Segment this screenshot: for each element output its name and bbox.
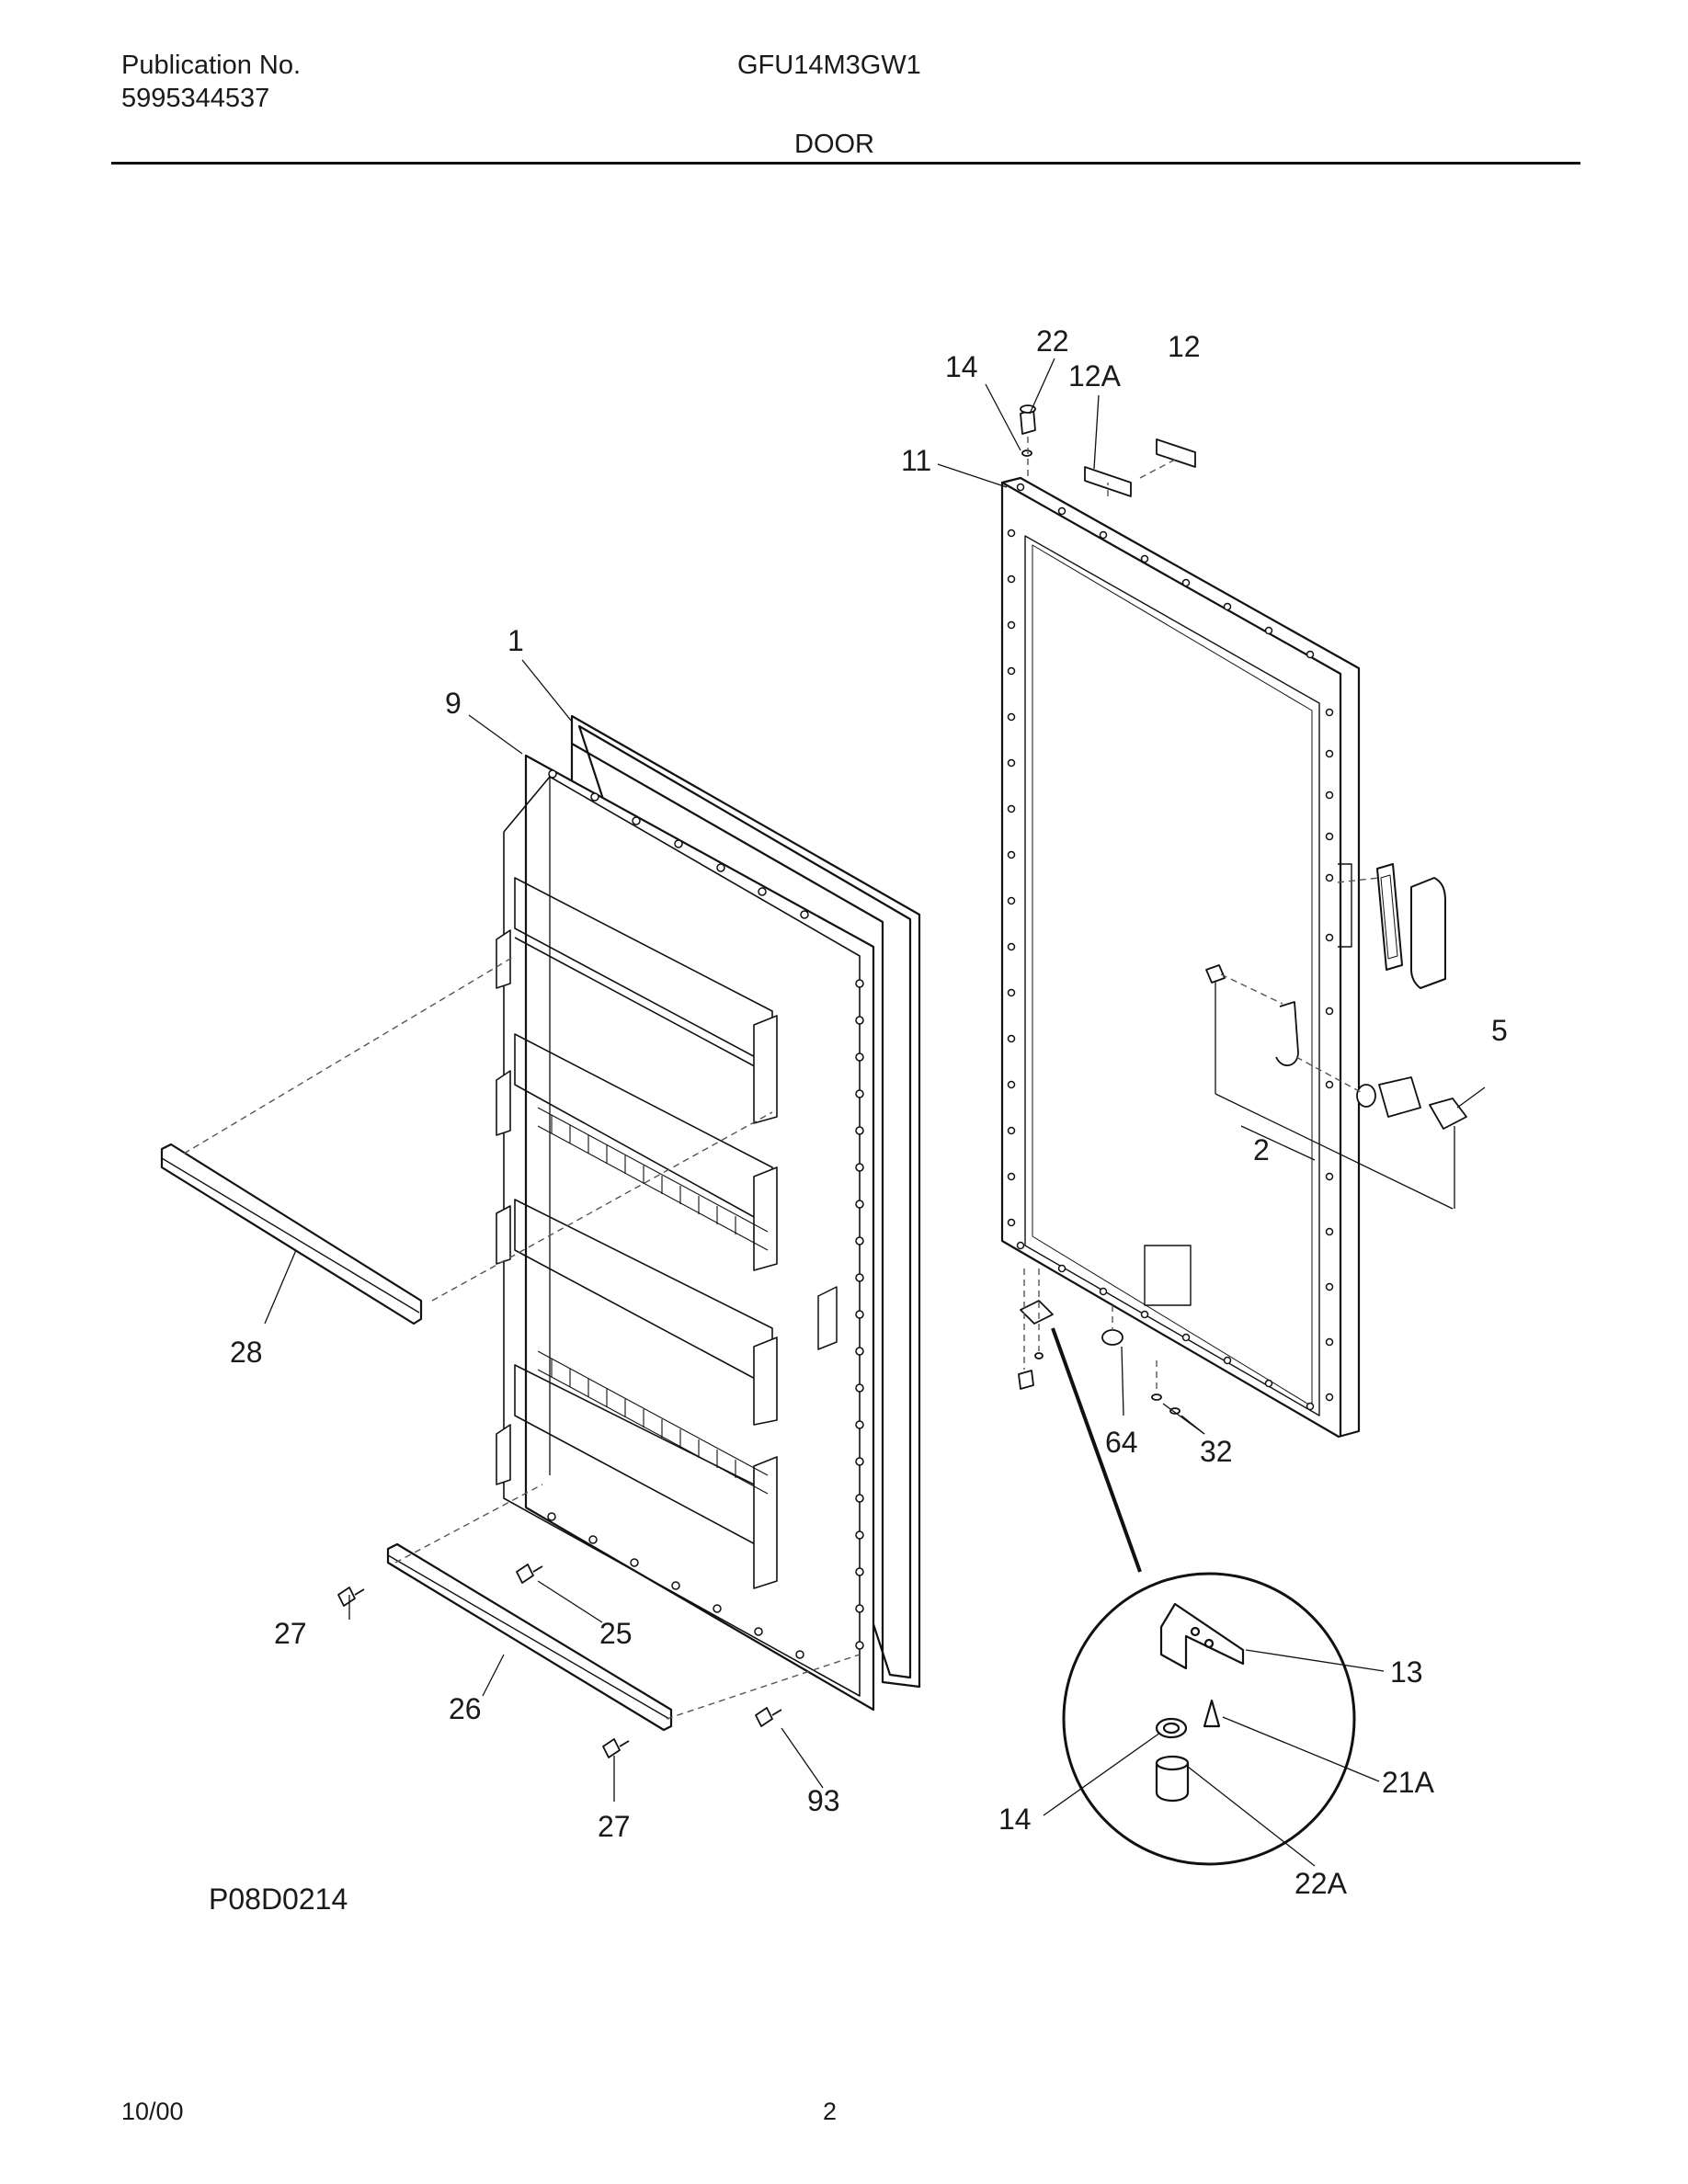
model-number: GFU14M3GW1 [737,51,921,80]
leader-lines [264,358,1486,1867]
callout-27-lower: 27 [598,1810,631,1843]
callout-12A: 12A [1068,359,1122,392]
callout-14-detail: 14 [998,1803,1032,1836]
alignment-lines [183,437,1380,1720]
callout-12: 12 [1168,330,1201,363]
callout-64: 64 [1105,1426,1138,1459]
diagram-code: P08D0214 [209,1883,348,1916]
callout-26: 26 [449,1692,482,1725]
detail-pointer-line [1051,1327,1142,1573]
callout-22: 22 [1036,324,1069,358]
inner-door-liner [496,754,875,1712]
lock-assembly [1205,964,1467,1130]
callout-5: 5 [1491,1014,1508,1047]
callout-22A: 22A [1295,1867,1348,1900]
publication-label: Publication No. [121,51,302,80]
lower-door-trim [386,1542,673,1732]
callout-25: 25 [599,1617,633,1650]
screws-left [337,1564,782,1758]
callout-9: 9 [445,687,462,720]
section-title: DOOR [794,130,874,159]
callout-14-top: 14 [945,350,978,383]
footer-page-number: 2 [823,2098,838,2125]
callout-21A: 21A [1382,1766,1435,1799]
callout-32: 32 [1200,1435,1233,1468]
callout-11: 11 [901,444,931,477]
door-handle [1376,863,1446,989]
upper-door-trim [160,1143,423,1325]
hinge-detail-inset [1062,1572,1356,1866]
callout-93: 93 [807,1784,840,1817]
bottom-hinge-parts [1018,1300,1180,1415]
callout-13: 13 [1390,1655,1423,1689]
header-rule [111,162,1580,165]
callout-2: 2 [1253,1133,1270,1166]
callout-1: 1 [508,624,524,657]
callout-27-upper: 27 [274,1617,307,1650]
callout-28: 28 [230,1336,263,1369]
outer-door-panel [1000,476,1361,1439]
footer-date: 10/00 [121,2098,184,2125]
top-door-parts [1020,404,1196,497]
publication-number: 5995344537 [121,84,270,113]
